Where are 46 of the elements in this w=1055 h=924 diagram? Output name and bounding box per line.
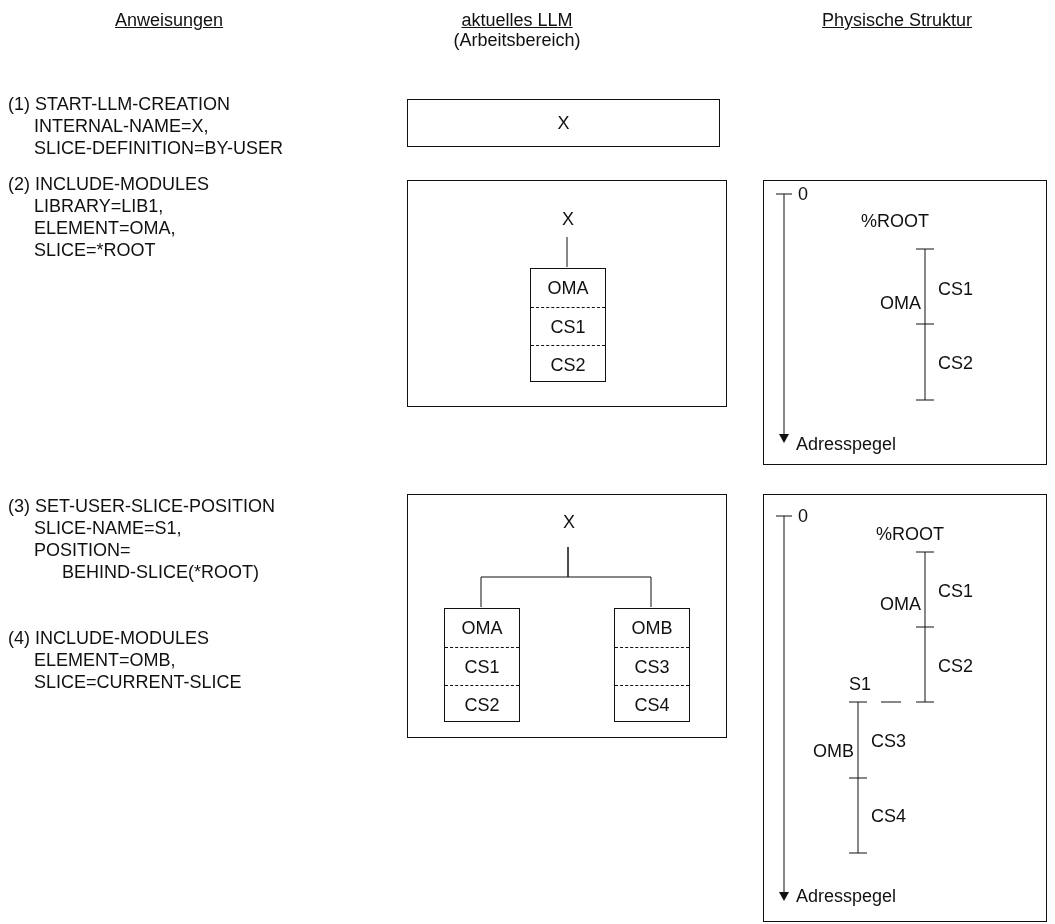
- slice-name: S1: [849, 673, 872, 695]
- column-heading: Anweisungen: [115, 9, 224, 31]
- section-name: CS3: [634, 655, 670, 679]
- section-name: CS1: [464, 655, 500, 679]
- module-box: [530, 268, 606, 382]
- module-name: OMA: [547, 277, 589, 300]
- section-name: CS1: [550, 315, 586, 339]
- section-name: CS4: [634, 693, 670, 717]
- module-name: OMA: [461, 617, 503, 640]
- state-box: [407, 99, 720, 147]
- workspace-panel: [407, 494, 727, 738]
- slice-name: %ROOT: [876, 523, 944, 545]
- workspace-panel: [407, 180, 727, 407]
- section-name: CS4: [871, 805, 906, 827]
- column-subheading: (Arbeitsbereich): [452, 29, 582, 51]
- section-name: CS2: [464, 693, 500, 717]
- tree-connector: [566, 236, 568, 268]
- module-name: OMB: [813, 740, 854, 762]
- tree-connector: [567, 546, 652, 608]
- structure-panel: [763, 494, 1047, 922]
- section-name: CS2: [938, 352, 973, 374]
- axis-label: Adresspegel: [796, 433, 897, 455]
- column-heading: aktuelles LLM: [460, 9, 574, 31]
- instruction-text: (2) INCLUDE-MODULES LIBRARY=LIB1, ELEMENT=OMA, SLICE=*ROOT: [8, 173, 210, 261]
- axis-label: Adresspegel: [796, 885, 897, 907]
- column-heading: Physische Struktur: [822, 9, 973, 31]
- module-name: OMA: [880, 593, 921, 615]
- instruction-text: (1) START-LLM-CREATION INTERNAL-NAME=X, SLICE-DEFINITION=BY-USER: [8, 93, 283, 159]
- structure-panel: [763, 180, 1047, 465]
- section-name: CS2: [938, 655, 973, 677]
- address-zero: 0: [798, 505, 808, 527]
- instruction-text: (4) INCLUDE-MODULES ELEMENT=OMB, SLICE=CURRENT-SLICE: [8, 627, 242, 693]
- module-box: [444, 608, 520, 722]
- section-name: CS3: [871, 730, 906, 752]
- instruction-text: (3) SET-USER-SLICE-POSITION SLICE-NAME=S1, POSITION= BEHIND-SLICE(*ROOT): [8, 495, 276, 583]
- tree-root-label: X: [553, 206, 583, 238]
- node-label: X: [557, 112, 570, 135]
- tree-root-label: X: [554, 509, 584, 548]
- module-box: [614, 608, 690, 722]
- module-name: OMA: [880, 292, 921, 314]
- address-zero: 0: [798, 183, 808, 205]
- section-name: CS1: [938, 278, 973, 300]
- slice-name: %ROOT: [861, 210, 929, 232]
- section-name: CS1: [938, 580, 973, 602]
- section-name: CS2: [550, 353, 586, 377]
- module-name: OMB: [631, 617, 673, 640]
